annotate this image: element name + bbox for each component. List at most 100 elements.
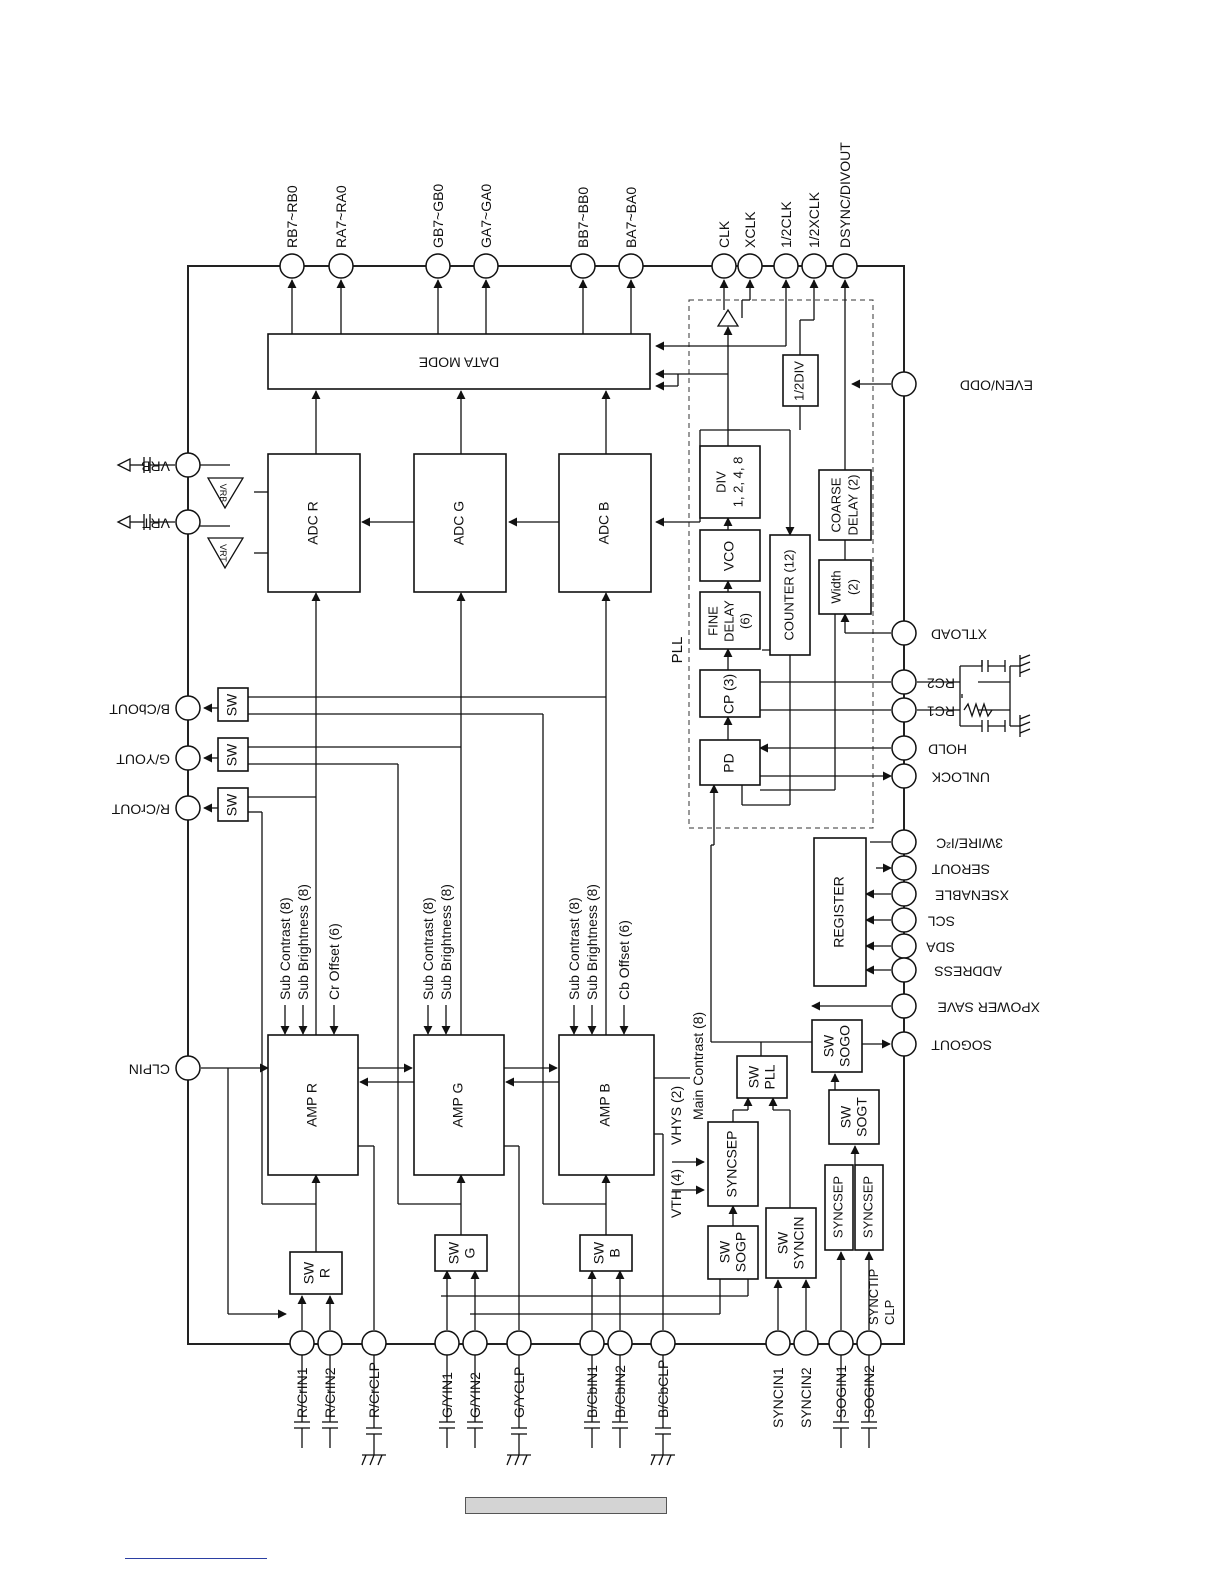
pin-label-rc2: RC2 xyxy=(927,675,955,691)
pin-r-crclp xyxy=(361,1330,387,1356)
cr-offset-label: Cr Offset (6) xyxy=(326,923,342,1000)
sw-sogo-label-2: SOGO xyxy=(837,1025,853,1067)
pin-3wire-i2c xyxy=(891,829,917,855)
fine-delay-label-2: DELAY xyxy=(721,600,736,642)
sw-sogo-label-1: SW xyxy=(821,1034,837,1057)
pin-rc2 xyxy=(891,669,917,695)
pin-label-vrt: VRT xyxy=(142,515,170,531)
sw-syncin-label-2: SYNCIN xyxy=(791,1217,807,1270)
pin-label-scl: SCL xyxy=(928,913,955,929)
sw-sogt-block xyxy=(828,1089,880,1145)
amp-b-label: AMP B xyxy=(597,1083,613,1126)
pin-label-unlock: UNLOCK xyxy=(931,769,990,785)
pin-label-g-yout: G/YOUT xyxy=(116,751,170,767)
sw-out-g-label: SW xyxy=(224,743,240,766)
pin-label-sogin1: SOGIN1 xyxy=(833,1365,849,1418)
pin-label-sda: SDA xyxy=(926,939,955,955)
sw-g-label-1: SW xyxy=(446,1241,462,1264)
syncsep-main-block xyxy=(707,1121,759,1207)
clp-label: CLP xyxy=(882,1300,897,1325)
sub-contrast-g-label: Sub Contrast (8) xyxy=(420,897,436,1000)
fine-delay-label-3: (6) xyxy=(737,613,752,629)
adc-g-label: ADC G xyxy=(451,501,467,545)
pin-ga7-ga0 xyxy=(473,253,499,279)
pin-xpower-save xyxy=(891,993,917,1019)
pin-label-rb7-rb0: RB7~RB0 xyxy=(284,185,300,248)
pin-clpin xyxy=(175,1055,201,1081)
pin-label-half-clk: 1/2CLK xyxy=(778,201,794,248)
pin-xclk xyxy=(737,253,763,279)
pin-label-ga7-ga0: GA7~GA0 xyxy=(478,184,494,248)
pin-sogout xyxy=(891,1031,917,1057)
sw-syncin-label-1: SW xyxy=(775,1231,791,1254)
sub-brightness-g-label: Sub Brightness (8) xyxy=(438,884,454,1000)
pin-address xyxy=(891,957,917,983)
adc-r-label: ADC R xyxy=(305,501,321,545)
sw-out-b-label: SW xyxy=(224,693,240,716)
pll-region xyxy=(688,299,874,829)
sw-pll-block xyxy=(736,1055,788,1099)
amp-r-label: AMP R xyxy=(304,1083,320,1127)
pin-label-serout: SEROUT xyxy=(931,861,990,877)
pin-label-xclk: XCLK xyxy=(742,211,758,248)
pin-half-clk xyxy=(773,253,799,279)
vrt-amp-label: VRT xyxy=(218,544,228,562)
pin-serout xyxy=(891,855,917,881)
data-mode-block xyxy=(267,333,651,390)
register-label: REGISTER xyxy=(831,876,847,948)
pin-r-crin1 xyxy=(289,1330,315,1356)
sw-pll-label-2: PLL xyxy=(762,1064,778,1089)
pin-unlock xyxy=(891,763,917,789)
pin-label-bb7-bb0: BB7~BB0 xyxy=(575,187,591,248)
clk-buffer xyxy=(716,308,740,327)
footer-link-line xyxy=(125,1558,267,1559)
syncsep-sog1-label: SYNCSEP xyxy=(830,1176,845,1238)
pin-sogin1 xyxy=(828,1330,854,1356)
sw-sogt-label-2: SOGT xyxy=(854,1097,870,1137)
pin-bb7-bb0 xyxy=(570,253,596,279)
sw-b-label-1: SW xyxy=(591,1241,607,1264)
syncsep-sog2-label: SYNCSEP xyxy=(860,1176,875,1238)
pin-label-hold: HOLD xyxy=(928,741,967,757)
register-block xyxy=(813,837,867,987)
pin-label-b-cbin1: B/CbIN1 xyxy=(584,1365,600,1418)
pin-label-r-crin2: R/CrIN2 xyxy=(322,1367,338,1418)
pin-label-3wire-i2c: 3WIRE/I²C xyxy=(936,835,1003,851)
half-div-label: 1/2DIV xyxy=(791,361,806,401)
sub-brightness-r-label: Sub Brightness (8) xyxy=(295,884,311,1000)
input-caps xyxy=(294,654,1031,1466)
pin-label-xtload: XTLOAD xyxy=(931,626,987,642)
vth-label: VTH (4) xyxy=(668,1169,684,1218)
pin-rc1 xyxy=(891,697,917,723)
sw-pll-label-1: SW xyxy=(746,1065,762,1088)
cb-offset-label: Cb Offset (6) xyxy=(616,920,632,1000)
footer-gray-bar xyxy=(465,1497,667,1514)
pin-sogin2 xyxy=(856,1330,882,1356)
div-label-2: 1, 2, 4, 8 xyxy=(730,457,745,508)
pd-label: PD xyxy=(721,753,737,772)
amp-g-label: AMP G xyxy=(450,1083,466,1128)
data-mode-label: DATA MODE xyxy=(419,354,499,370)
pin-label-syncin1: SYNCIN1 xyxy=(770,1367,786,1428)
width-label-1: Width xyxy=(828,570,843,603)
pd-block xyxy=(699,739,761,786)
pin-label-g-yin1: G/YIN1 xyxy=(439,1372,455,1418)
pin-label-r-crin1: R/CrIN1 xyxy=(294,1367,310,1418)
pin-half-xclk xyxy=(801,253,827,279)
pin-g-yclp xyxy=(506,1330,532,1356)
sw-out-g-block xyxy=(217,737,249,772)
pin-label-xsenable: XSENABLE xyxy=(935,887,1009,903)
svg-text:PLL: PLL xyxy=(669,637,686,664)
pin-label-dsync-divout: DSYNC/DIVOUT xyxy=(837,142,853,248)
sw-syncin-block xyxy=(765,1207,817,1279)
pin-syncin1 xyxy=(765,1330,791,1356)
syncsep-sog1-block xyxy=(824,1164,854,1251)
sub-contrast-r-label: Sub Contrast (8) xyxy=(277,897,293,1000)
sw-out-r-block xyxy=(217,787,249,822)
pin-b-cbclp xyxy=(650,1330,676,1356)
chip-outline xyxy=(187,265,905,1345)
fine-delay-label-1: FINE xyxy=(705,606,720,636)
sw-sogp-block xyxy=(707,1225,759,1280)
pin-vrt xyxy=(175,509,201,535)
pin-label-b-cbin2: B/CbIN2 xyxy=(612,1365,628,1418)
